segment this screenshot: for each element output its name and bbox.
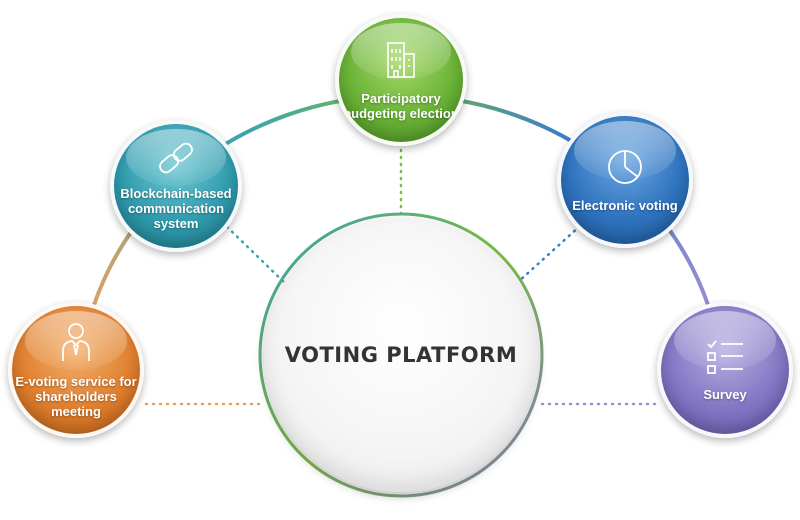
- building-icon: [384, 40, 418, 85]
- center-circle: VOTING PLATFORM: [264, 218, 538, 492]
- node-electronic-voting: Electronic voting: [557, 112, 693, 248]
- node-participatory-budgeting: Participatory budgeting election: [335, 14, 467, 146]
- center-ring: [258, 212, 544, 498]
- node-label: Blockchain-based communication system: [120, 186, 232, 231]
- node-label: E-voting service for shareholders meetin…: [15, 374, 137, 419]
- node-label: Electronic voting: [572, 198, 678, 213]
- connector-blockchain: [220, 220, 292, 290]
- node-label: Survey: [703, 387, 747, 402]
- person-tie-icon: [59, 321, 93, 368]
- checklist-icon: [705, 338, 745, 381]
- node-shareholders-evoting: E-voting service for shareholders meetin…: [8, 302, 144, 438]
- node-survey: Survey: [657, 302, 793, 438]
- pie-chart-icon: [605, 147, 645, 192]
- chain-link-icon: [154, 141, 198, 180]
- connector-electronic: [516, 224, 582, 284]
- center-title: VOTING PLATFORM: [284, 343, 518, 367]
- node-label: Participatory budgeting election: [343, 90, 459, 121]
- node-blockchain-communication: Blockchain-based communication system: [110, 120, 242, 252]
